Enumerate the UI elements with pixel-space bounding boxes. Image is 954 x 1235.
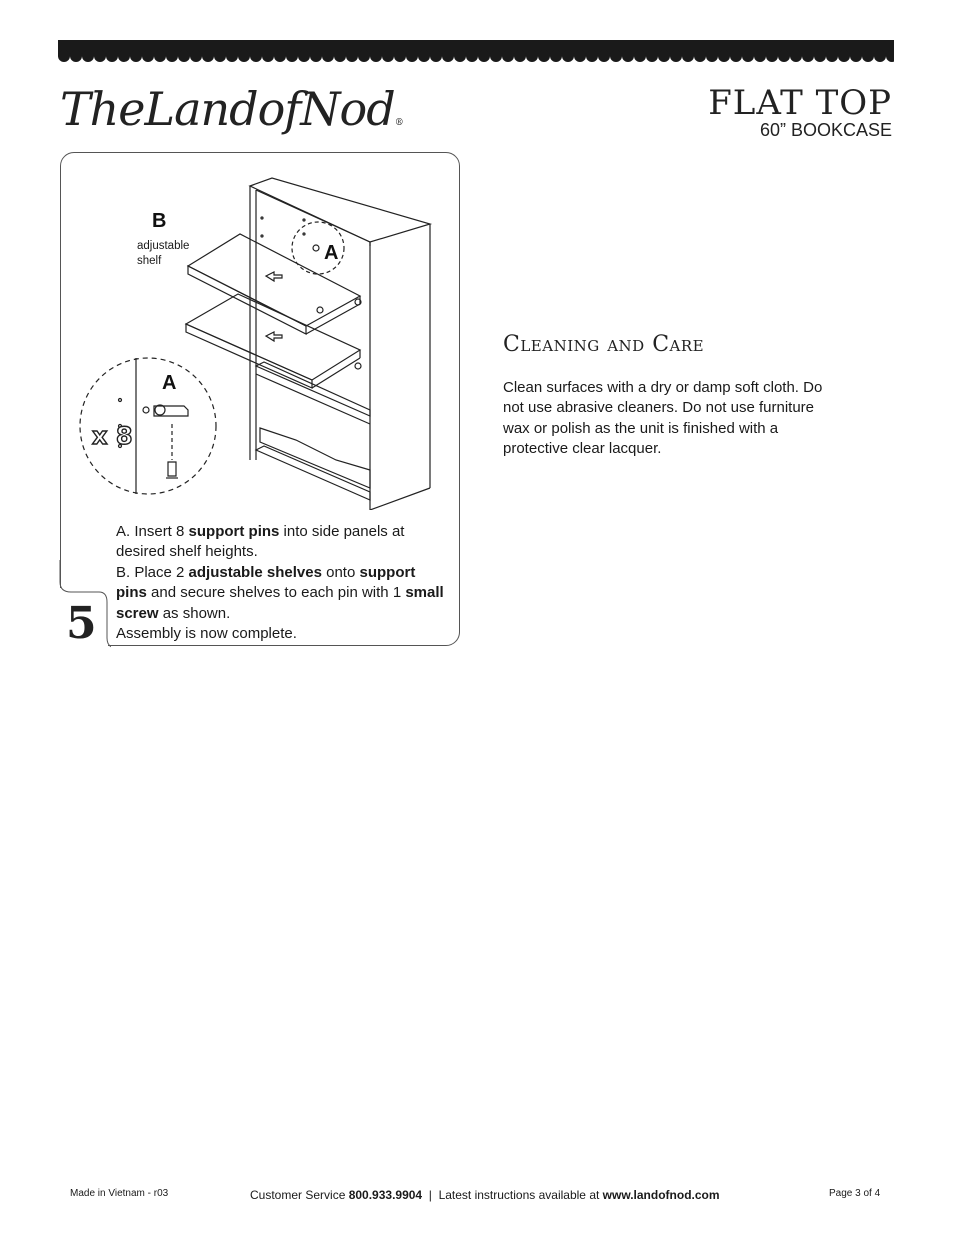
customer-service-phone: 800.933.9904 bbox=[348, 1188, 423, 1202]
website-url: www.landofnod.com bbox=[602, 1188, 720, 1202]
brand-logo: TheLandofNod® bbox=[60, 82, 404, 136]
step-instructions: A. Insert 8 support pins into side panel… bbox=[116, 522, 446, 644]
step-panel bbox=[60, 152, 460, 646]
step-number: 5 bbox=[66, 598, 97, 649]
care-body: Clean surfaces with a dry or damp soft c… bbox=[503, 379, 823, 458]
step-number-box bbox=[60, 588, 108, 648]
product-name: FLAT TOP bbox=[708, 83, 892, 123]
label-b: B bbox=[152, 210, 167, 232]
footer-made-in: Made in Vietnam - r03 bbox=[70, 1188, 169, 1199]
label-a-top: A bbox=[324, 242, 339, 264]
footer-page-number: Page 3 of 4 bbox=[829, 1188, 881, 1199]
label-a-detail: A bbox=[162, 372, 177, 394]
instruction-a: A. Insert 8 support pins into side panel… bbox=[116, 523, 405, 561]
instruction-b: B. Place 2 adjustable shelves onto suppo… bbox=[116, 563, 444, 622]
assembly-illustration bbox=[79, 177, 433, 510]
scalloped-header-border bbox=[58, 40, 894, 62]
quantity-label: x 8 bbox=[91, 421, 133, 450]
label-b-caption-line1: adjustable bbox=[137, 240, 190, 252]
label-b-caption-line2: shelf bbox=[137, 255, 162, 267]
label-b-caption: adjustable shelf bbox=[137, 239, 189, 269]
product-title: FLAT TOP 60” BOOKCASE bbox=[708, 86, 892, 140]
footer-contact: Customer Service 800.933.9904 | Latest i… bbox=[250, 1188, 720, 1202]
product-subtitle: 60” BOOKCASE bbox=[759, 120, 892, 140]
instruction-complete: Assembly is now complete. bbox=[116, 625, 297, 643]
step-number-bracket bbox=[59, 560, 111, 648]
care-heading: Cleaning and Care bbox=[503, 332, 705, 357]
